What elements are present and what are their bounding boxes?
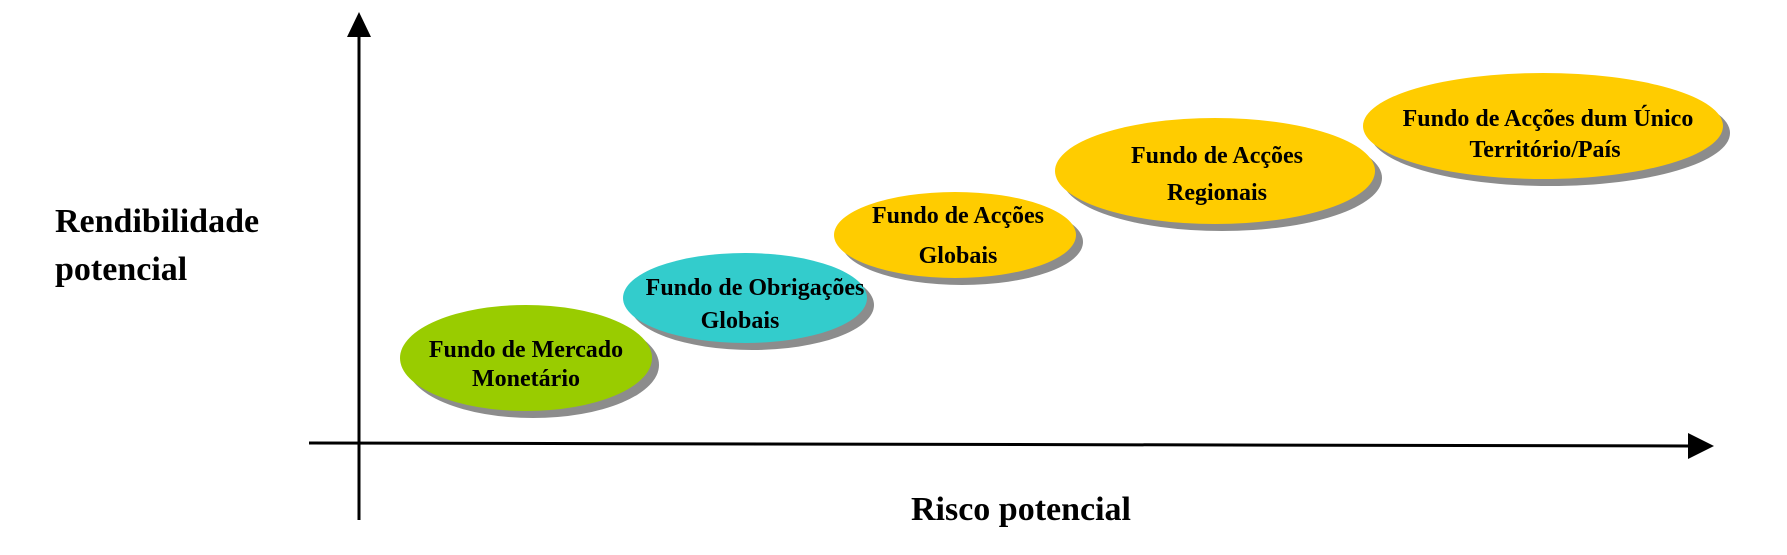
fund-label-line2: Globais [701, 308, 780, 334]
x-axis-arrow-icon [1688, 433, 1714, 459]
fund-label-line2: Monetário [472, 366, 580, 392]
fund-ellipse [1363, 73, 1723, 179]
fund-global-bonds: Fundo de Obrigações Globais [623, 253, 874, 350]
fund-label-line2: Globais [919, 243, 998, 269]
fund-label-line1: Fundo de Acções [872, 203, 1044, 229]
fund-ellipse [400, 305, 652, 411]
fund-label-line2: Regionais [1167, 180, 1267, 206]
y-axis-arrow-icon [347, 12, 371, 37]
fund-global-equities: Fundo de Acções Globais [834, 192, 1083, 285]
fund-money-market: Fundo de Mercado Monetário [400, 305, 659, 418]
y-axis-label-line1: Rendibilidade [55, 203, 259, 240]
fund-regional-equities: Fundo de Acções Regionais [1055, 118, 1382, 231]
fund-ellipse [1055, 118, 1375, 224]
fund-ellipse [623, 253, 867, 343]
fund-label-line2: Território/País [1469, 137, 1620, 163]
fund-label-line1: Fundo de Obrigações [646, 275, 865, 301]
fund-label-line1: Fundo de Acções dum Único [1403, 106, 1694, 132]
y-axis-label-line2: potencial [55, 251, 187, 288]
x-axis-line [308, 441, 1691, 448]
fund-label-line1: Fundo de Mercado [429, 337, 623, 363]
fund-ellipse [834, 192, 1076, 278]
fund-single-country-equities: Fundo de Acções dum Único Território/Paí… [1363, 73, 1730, 186]
x-axis-label: Risco potencial [911, 491, 1131, 528]
fund-label-line1: Fundo de Acções [1131, 143, 1303, 169]
